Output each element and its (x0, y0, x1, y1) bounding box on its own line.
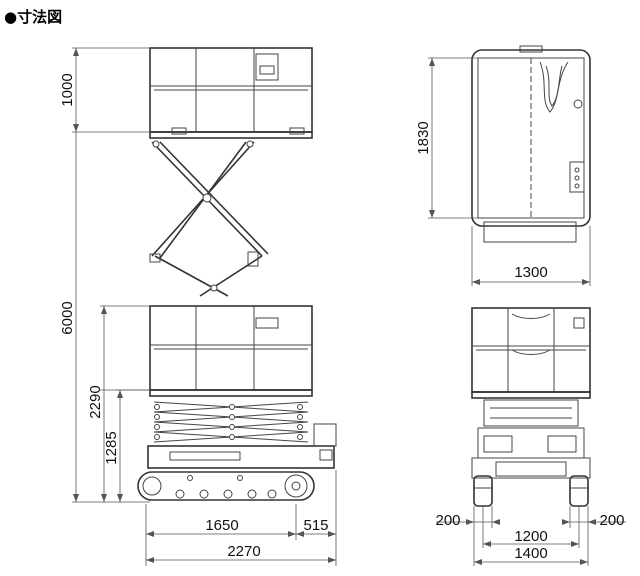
dim-rear-tread: 1200 (514, 528, 547, 545)
dim-side-total-height: 6000 (59, 301, 76, 334)
dim-rear-track-width-right: 200 (599, 512, 624, 529)
rear-view (471, 307, 591, 507)
dim-side-rear-overhang: 515 (303, 517, 328, 534)
rear-view-dimensions (436, 506, 626, 566)
dim-side-stowed-height: 2290 (87, 385, 104, 418)
side-view-stowed (137, 305, 337, 501)
dim-side-track-length: 1650 (205, 517, 238, 534)
side-view-dimensions (72, 47, 337, 566)
top-view (471, 45, 591, 243)
dim-rear-total-width: 1400 (514, 545, 547, 562)
dim-side-total-length: 2270 (227, 543, 260, 560)
drawing-title: ●寸法図 (4, 8, 62, 26)
top-view-dimensions (428, 57, 591, 286)
dim-side-guard-height: 1000 (59, 73, 76, 106)
dim-top-platform-length: 1830 (415, 121, 432, 154)
dim-rear-track-width: 200 (435, 512, 460, 529)
dim-side-platform-height: 1285 (103, 431, 120, 464)
side-view-raised (149, 47, 313, 297)
dim-top-platform-width: 1300 (514, 264, 547, 281)
